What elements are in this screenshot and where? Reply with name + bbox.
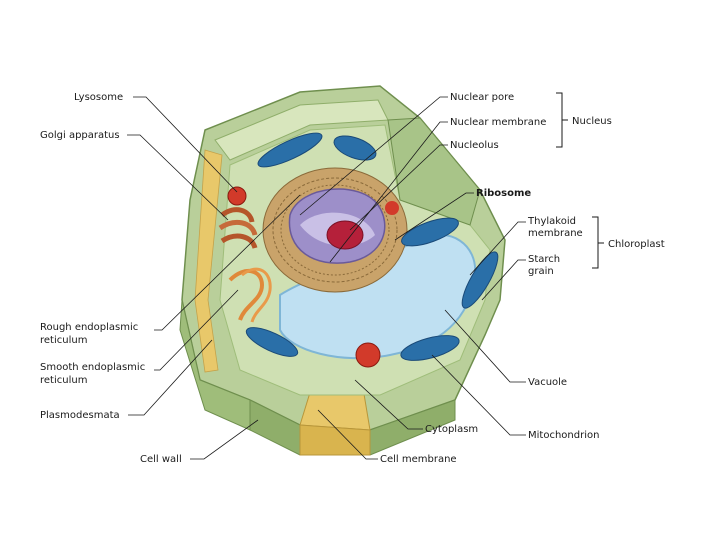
label-cell-membrane: Cell membrane xyxy=(380,454,457,465)
label-thylakoid-line1: Thylakoid xyxy=(527,216,576,227)
label-smooth-er-line1: Smooth endoplasmic xyxy=(40,362,145,373)
label-plasmodesmata: Plasmodesmata xyxy=(40,410,120,421)
label-mitochondrion: Mitochondrion xyxy=(528,430,599,441)
label-vacuole: Vacuole xyxy=(528,377,567,388)
label-starch-line2: grain xyxy=(528,266,554,277)
right-labels: Nuclear pore Nuclear membrane Nucleolus … xyxy=(299,92,665,465)
label-chloroplast: Chloroplast xyxy=(608,239,665,250)
cell-wall-section xyxy=(299,424,371,456)
nucleus-bracket xyxy=(556,92,568,148)
label-lysosome: Lysosome xyxy=(74,92,123,103)
cell-illustration xyxy=(179,85,506,456)
label-ribosome: Ribosome xyxy=(476,188,531,199)
cell-wall-left xyxy=(179,299,251,431)
label-golgi-apparatus: Golgi apparatus xyxy=(40,130,120,141)
rough-er-and-nucleus xyxy=(262,167,408,293)
nucleolus xyxy=(326,220,364,250)
label-nucleus: Nucleus xyxy=(572,116,612,127)
label-smooth-er-line2: reticulum xyxy=(40,375,87,386)
chloroplast-bracket xyxy=(592,216,604,269)
smooth-er xyxy=(228,267,272,323)
label-rough-er-line2: reticulum xyxy=(40,335,87,346)
red-organelle-1 xyxy=(385,201,399,215)
lysosome xyxy=(227,186,247,206)
golgi-apparatus xyxy=(218,207,258,249)
red-organelle-2 xyxy=(355,342,381,368)
label-nuclear-membrane: Nuclear membrane xyxy=(450,117,546,128)
label-starch-line1: Starch xyxy=(528,254,560,265)
label-cytoplasm: Cytoplasm xyxy=(425,424,478,435)
label-cell-wall: Cell wall xyxy=(140,454,182,465)
label-nucleolus: Nucleolus xyxy=(450,140,499,151)
label-rough-er-line1: Rough endoplasmic xyxy=(40,322,138,333)
label-thylakoid-line2: membrane xyxy=(528,228,583,239)
left-labels: Lysosome Golgi apparatus Rough endoplasm… xyxy=(40,92,301,465)
plasma-membrane-left xyxy=(194,149,223,373)
mitochondria xyxy=(245,132,499,361)
label-nuclear-pore: Nuclear pore xyxy=(450,92,514,103)
